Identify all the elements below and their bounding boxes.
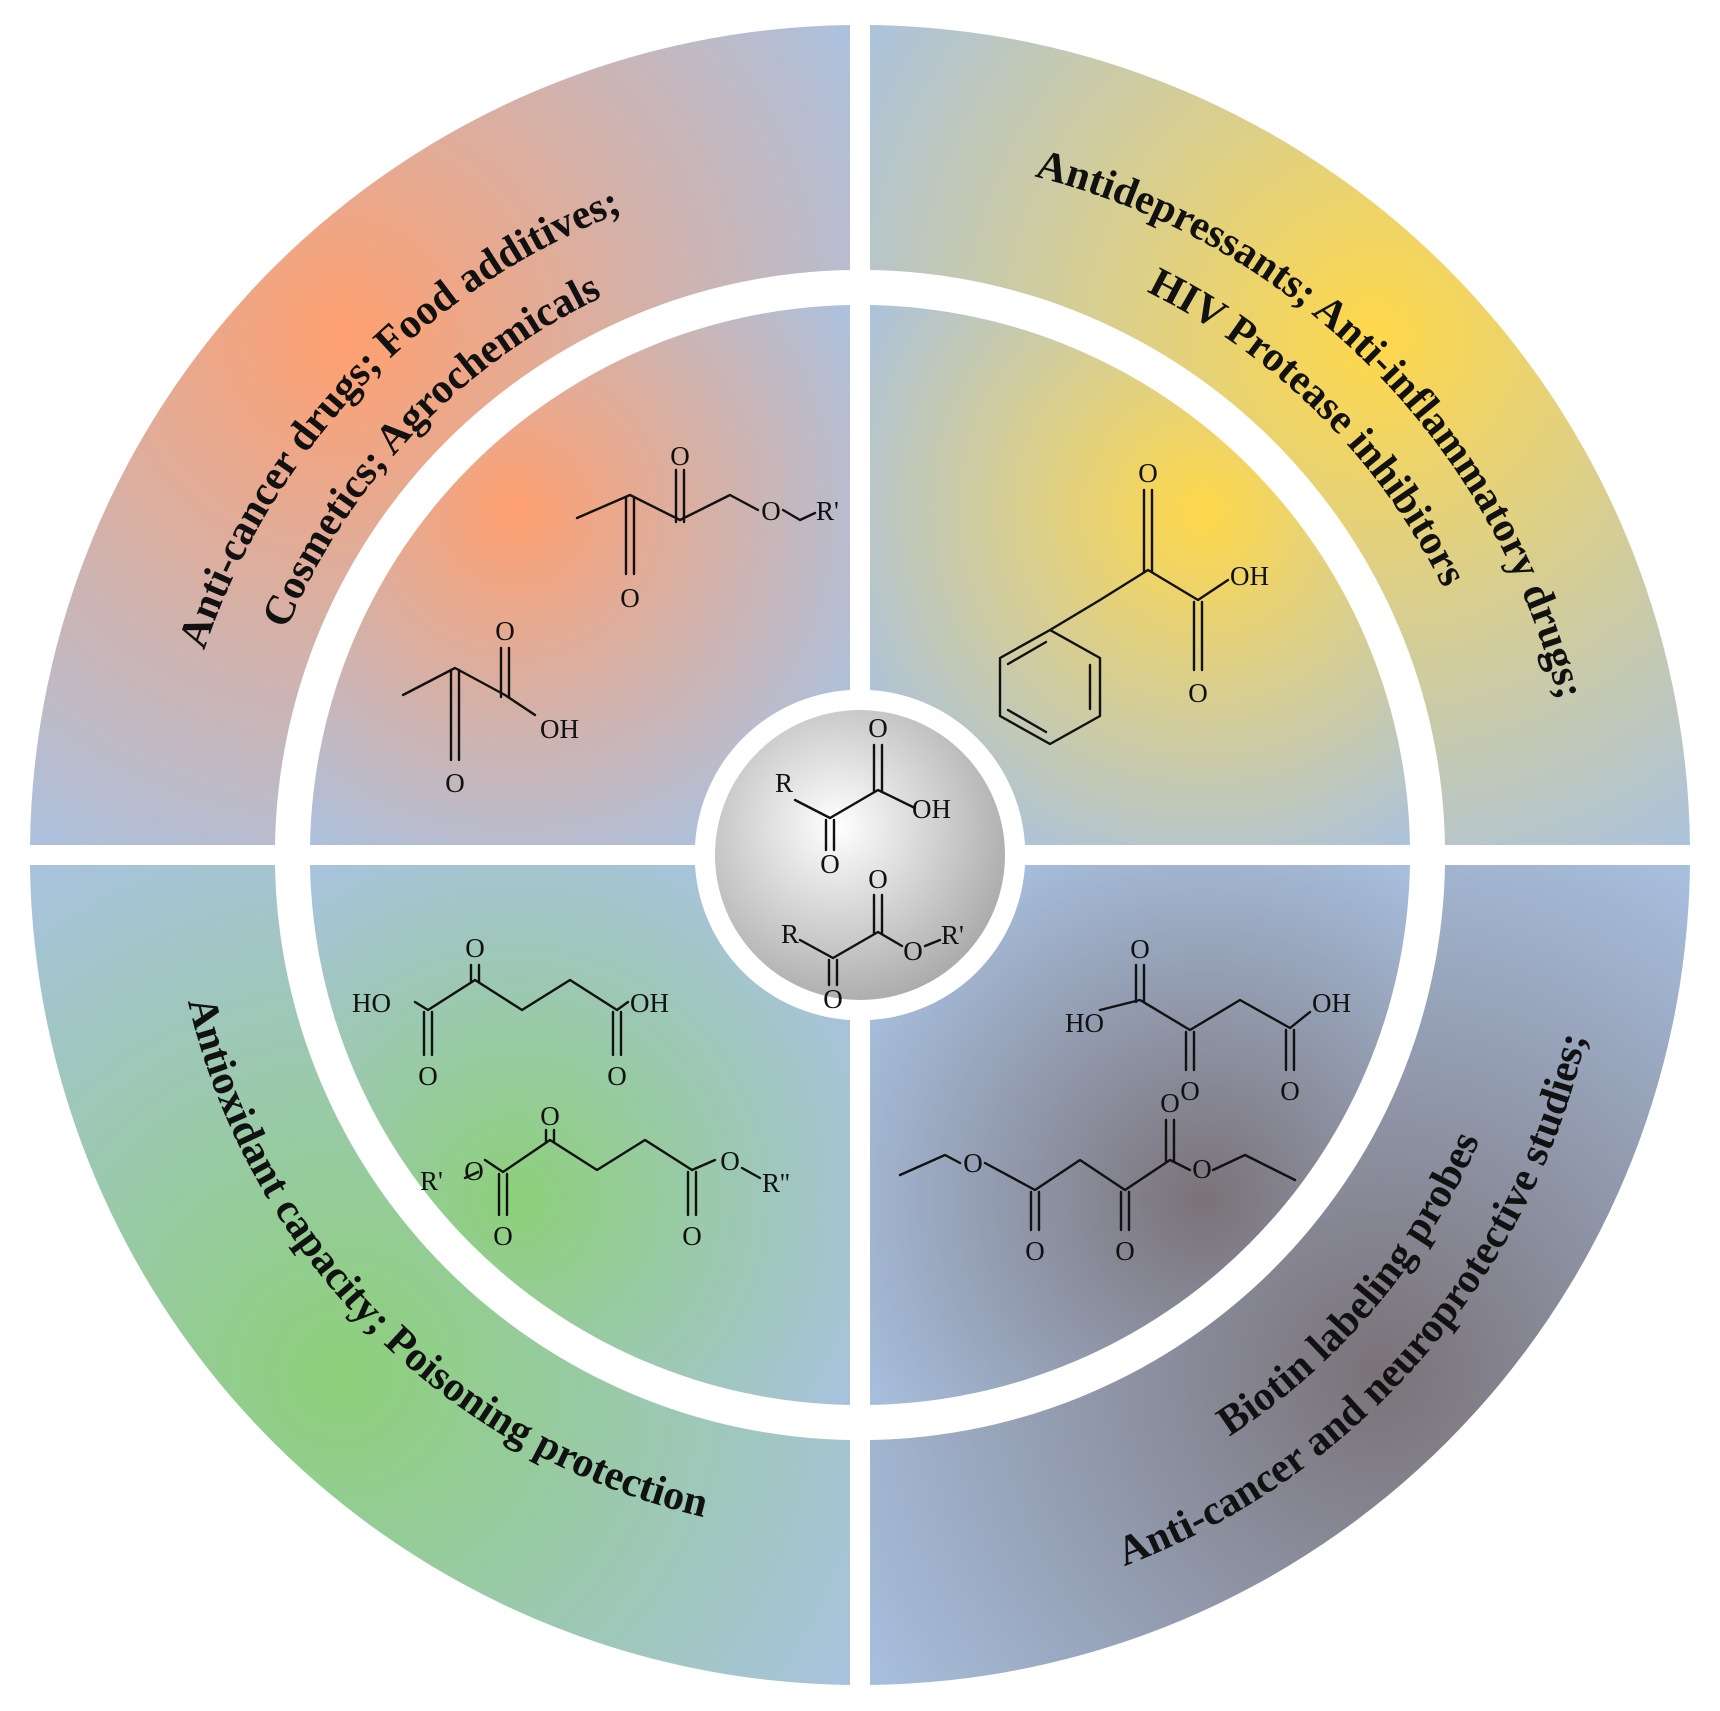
atom-label: O	[464, 1156, 484, 1186]
center-disc	[715, 710, 1005, 1000]
alpha-ketoglutaric-acid-structure: HO O OH O O	[352, 933, 669, 1091]
atom-label: O	[1115, 1236, 1135, 1266]
atom-label: OH	[540, 714, 579, 744]
atom-label: OH	[912, 794, 951, 824]
atom-label: OH	[630, 988, 669, 1018]
alpha-keto-ester-general-structure: R O O R' O	[781, 864, 964, 1014]
inner-quadrant-bottom-right	[870, 865, 1410, 1405]
inner-quadrant-top-left	[310, 305, 850, 845]
diethyl-oxaloacetate-structure: O O O O O	[898, 1088, 1297, 1266]
atom-label: O	[418, 1061, 438, 1091]
atom-label: OH	[1230, 561, 1269, 591]
atom-label: O	[1192, 1154, 1212, 1184]
atom-label: O	[495, 616, 515, 646]
atom-label: O	[1280, 1076, 1300, 1106]
atom-label: R'	[420, 1166, 443, 1196]
phenylpyruvic-acid-structure: O OH O	[998, 458, 1269, 746]
atom-label: O	[761, 496, 781, 526]
atom-label: R	[775, 768, 793, 798]
atom-label: O	[1130, 934, 1150, 964]
pyruvic-acid-structure: O OH O	[401, 616, 579, 798]
atom-label: R	[781, 919, 799, 949]
outer-ring-bottom-left	[30, 865, 850, 1685]
atom-label: R''	[762, 1168, 790, 1198]
atom-label: O	[963, 1148, 983, 1178]
atom-label: R'	[816, 496, 839, 526]
atom-label: O	[820, 849, 840, 879]
atom-label: O	[1180, 1076, 1200, 1106]
oxaloacetic-acid-structure: HO O OH O O	[1065, 934, 1351, 1106]
atom-label: O	[493, 1221, 513, 1251]
atom-label: O	[670, 441, 690, 471]
atom-label: O	[1025, 1236, 1045, 1266]
outer-ring-top-right	[870, 25, 1690, 845]
atom-label: O	[620, 583, 640, 613]
atom-label: O	[868, 864, 888, 894]
atom-label: HO	[1065, 1008, 1104, 1038]
atom-label: O	[682, 1221, 702, 1251]
atom-label: O	[868, 713, 888, 743]
atom-label: O	[465, 933, 485, 963]
atom-label: O	[903, 936, 923, 966]
atom-label: O	[1138, 458, 1158, 488]
atom-label: OH	[1312, 988, 1351, 1018]
outer-ring-top-left	[30, 25, 850, 845]
atom-label: O	[1188, 678, 1208, 708]
atom-label: O	[540, 1101, 560, 1131]
atom-label: HO	[352, 988, 391, 1018]
alpha-ketoglutarate-diester-structure: R' O O O R'' O O	[420, 1101, 790, 1251]
pyruvate-ester-structure: O O O R'	[575, 441, 839, 613]
atom-label: O	[1160, 1088, 1180, 1118]
atom-label: O	[445, 768, 465, 798]
atom-label: O	[823, 984, 843, 1014]
atom-label: R'	[941, 920, 964, 950]
outer-ring-bottom-right	[870, 865, 1690, 1685]
atom-label: O	[720, 1146, 740, 1176]
atom-label: O	[607, 1061, 627, 1091]
alpha-keto-acid-general-structure: R O OH O	[775, 713, 951, 879]
